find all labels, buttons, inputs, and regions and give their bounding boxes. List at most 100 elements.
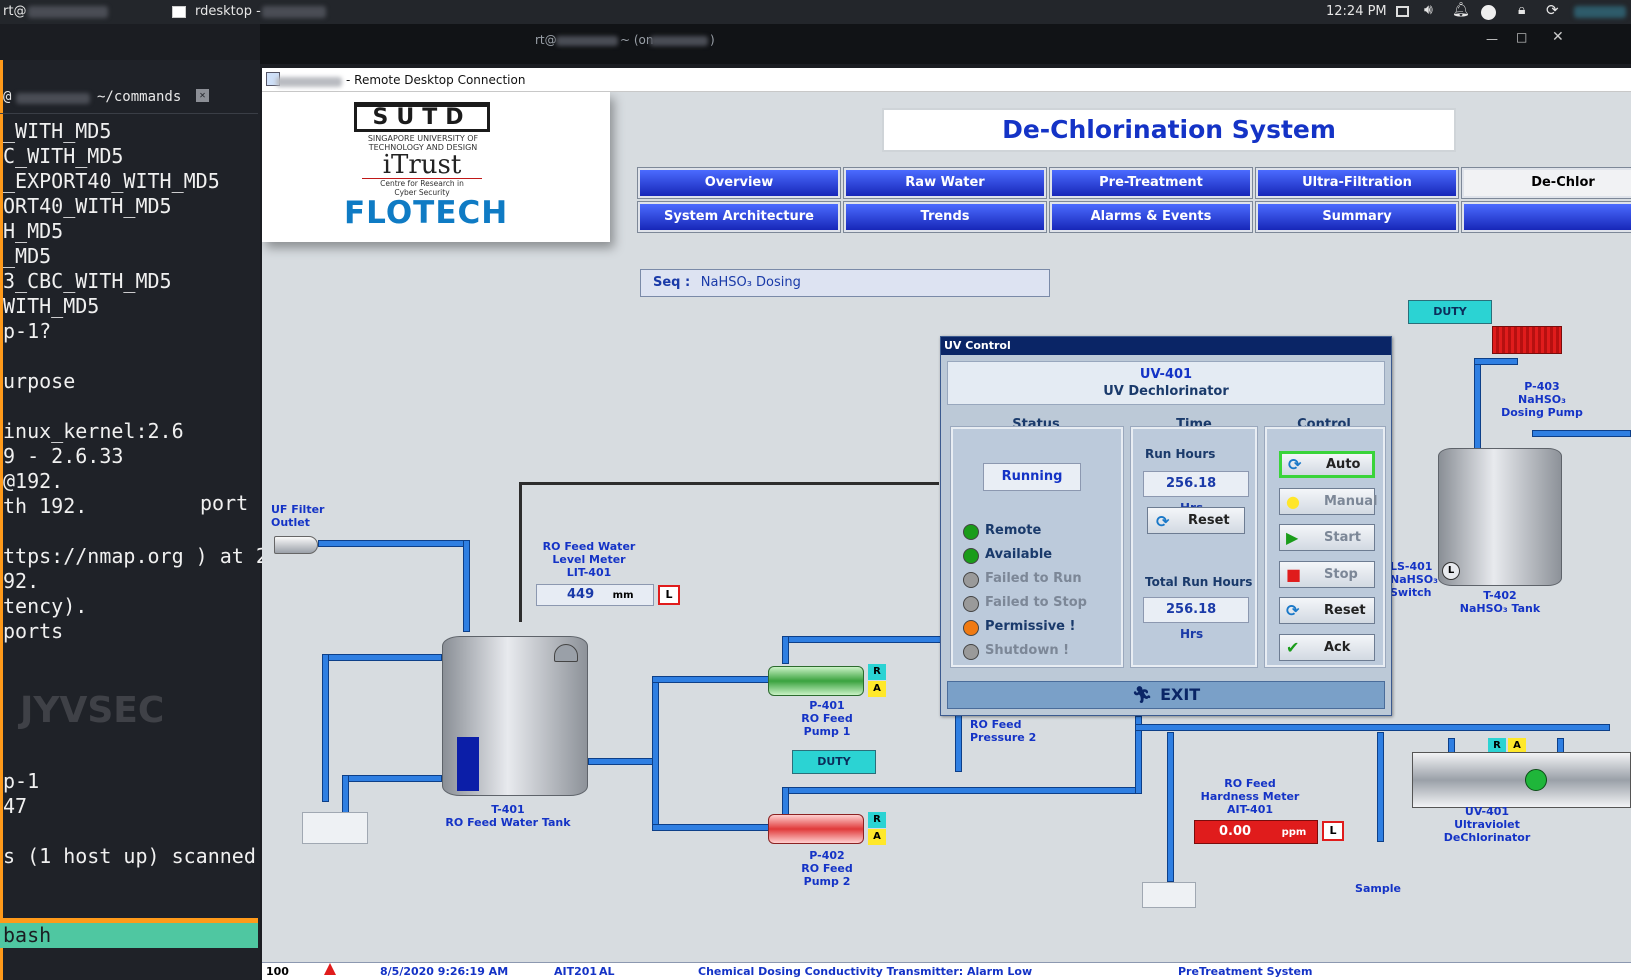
label-p402: P-402 RO Feed Pump 2 — [801, 849, 853, 888]
terminal-port-text: port — [200, 491, 249, 515]
label-sample: Sample — [1355, 882, 1401, 895]
reset-button[interactable]: ⟳Reset — [1279, 597, 1375, 625]
ait401-display: 0.00 ppm — [1194, 820, 1318, 844]
window-task-label[interactable]: rdesktop - — [195, 4, 261, 19]
pipe — [1135, 716, 1142, 794]
uv-control-dialog[interactable]: UV Control UV-401 UV Dechlorinator Statu… — [940, 336, 1392, 716]
nav-button-trends[interactable]: Trends — [843, 201, 1047, 233]
label-ait401: RO Feed Hardness Meter AIT-401 — [1200, 777, 1300, 816]
terminal-line: 92. — [3, 569, 40, 593]
terminal-title-suffix: ~ (on — [620, 33, 654, 47]
pipe — [342, 775, 442, 782]
time-panel: Run Hours 256.18 Hrs ⟳ Reset Total Run H… — [1130, 426, 1258, 668]
start-icon: ▶ — [1286, 528, 1299, 548]
pipe — [652, 676, 659, 830]
uv-device-header: UV-401 UV Dechlorinator — [947, 361, 1385, 405]
ack-button[interactable]: ✔Ack — [1279, 634, 1375, 661]
exit-button[interactable]: 🏃︎EXIT — [947, 681, 1385, 709]
power-icon[interactable] — [1481, 5, 1496, 20]
nav-button-system-architecture[interactable]: System Architecture — [637, 201, 841, 233]
manual-icon: ● — [1286, 491, 1300, 511]
uv401-unit[interactable] — [1412, 752, 1631, 808]
lock-icon[interactable]: 🔒︎ — [1518, 2, 1526, 18]
nav-button-de-chlor[interactable]: De-Chlor — [1461, 167, 1631, 199]
start-button[interactable]: ▶Start — [1279, 524, 1375, 552]
nav-button-pre-treatment[interactable]: Pre-Treatment — [1049, 167, 1253, 199]
lit401-display: 449 mm — [536, 584, 654, 606]
pipe — [322, 654, 329, 802]
terminal-line: 9 - 2.6.33 — [3, 444, 124, 468]
nav-button-ultra-filtration[interactable]: Ultra-Filtration — [1255, 167, 1459, 199]
ait401-low-flag: L — [1322, 821, 1344, 841]
rdp-title: - Remote Desktop Connection — [346, 73, 526, 87]
maximize-icon[interactable]: □ — [1516, 30, 1528, 44]
duty-button-p401[interactable]: DUTY — [792, 750, 876, 774]
manual-button[interactable]: ●Manual — [1279, 487, 1377, 515]
level-switch-icon: L — [1442, 562, 1460, 580]
pipe — [1474, 358, 1481, 450]
nav-button-summary[interactable]: Summary — [1255, 201, 1459, 233]
auto-button[interactable]: ⟳Auto — [1279, 451, 1375, 478]
terminal-line: 3_CBC_WITH_MD5 — [3, 269, 172, 293]
clock[interactable]: 12:24 PM — [1326, 4, 1387, 19]
nav-button-raw-water[interactable]: Raw Water — [843, 167, 1047, 199]
run-hours-field: 256.18 Hrs — [1143, 471, 1249, 515]
terminal-line: C_WITH_MD5 — [3, 144, 124, 168]
pump-p401[interactable] — [768, 666, 864, 696]
nav-button-blank[interactable] — [1461, 201, 1631, 233]
pipe — [1135, 724, 1610, 731]
ack-icon: ✔ — [1286, 638, 1300, 657]
pump-p402[interactable] — [768, 814, 864, 844]
minimize-icon[interactable]: — — [1486, 32, 1498, 46]
pump-p403[interactable] — [1492, 326, 1562, 354]
duty-button-p403[interactable]: DUTY — [1408, 300, 1492, 324]
run-hours-reset-button[interactable]: ⟳ Reset — [1147, 507, 1245, 534]
refresh-icon[interactable]: ⟳ — [1546, 1, 1559, 19]
uv-device-id: UV-401 — [1139, 367, 1193, 382]
terminal-tab[interactable]: @ ~/commands ✕ — [0, 84, 258, 114]
bell-icon[interactable]: 🔔︎ — [1452, 2, 1470, 18]
terminal-pane[interactable] — [0, 60, 260, 980]
nav-button-alarms-events[interactable]: Alarms & Events — [1049, 201, 1253, 233]
terminal-line: _EXPORT40_WITH_MD5 — [3, 169, 220, 193]
pipe — [1532, 430, 1631, 437]
terminal-tab-label: ~/commands — [97, 89, 182, 105]
close-icon[interactable]: ✕ — [1552, 29, 1564, 45]
pipe — [782, 636, 789, 664]
control-label: Stop — [1324, 566, 1358, 582]
lit401-value: 449 — [567, 587, 595, 602]
label-uf-outlet: UF Filter Outlet — [271, 503, 325, 529]
alarm-bar[interactable]: 100 8/5/2020 9:26:19 AM AIT201 AL Chemic… — [262, 962, 1631, 980]
uf-outlet-nozzle — [274, 536, 318, 554]
status-lamp-icon — [963, 644, 979, 660]
uv-dialog-titlebar[interactable]: UV Control — [941, 337, 1391, 355]
terminal-line: _WITH_MD5 — [3, 119, 112, 143]
pipe — [782, 787, 1142, 794]
screen-icon[interactable] — [1396, 6, 1409, 17]
stop-icon: ■ — [1286, 564, 1302, 584]
tab-close-icon[interactable]: ✕ — [196, 89, 209, 102]
terminal-line: th 192. — [3, 494, 88, 518]
pipe — [955, 712, 962, 772]
terminal-line: ports — [3, 619, 64, 643]
pipe — [318, 540, 470, 547]
terminal-title-close: ) — [710, 33, 715, 47]
stop-button[interactable]: ■ Stop — [1279, 560, 1375, 588]
nav-button-overview[interactable]: Overview — [637, 167, 841, 199]
tank-t401[interactable] — [442, 636, 588, 796]
reset-icon: ⟳ — [1286, 601, 1300, 621]
alarm-message: Chemical Dosing Conductivity Transmitter… — [698, 965, 1033, 978]
status-lamp-icon — [963, 524, 979, 540]
total-run-hours-field: 256.18 Hrs — [1143, 597, 1249, 641]
tank-t402[interactable] — [1438, 448, 1562, 586]
label-t401: T-401 RO Feed Water Tank — [445, 803, 571, 829]
lit401-low-flag: L — [658, 585, 680, 605]
terminal-line: ORT40_WITH_MD5 — [3, 194, 172, 218]
status-available: Available — [985, 547, 1053, 562]
alarm-level: AL — [599, 965, 615, 978]
volume-icon[interactable]: 🔊︎ — [1424, 2, 1433, 18]
auto-icon: ⟳ — [1288, 455, 1302, 474]
status-lamp-icon — [963, 620, 979, 636]
seq-label: Seq : — [653, 275, 691, 290]
